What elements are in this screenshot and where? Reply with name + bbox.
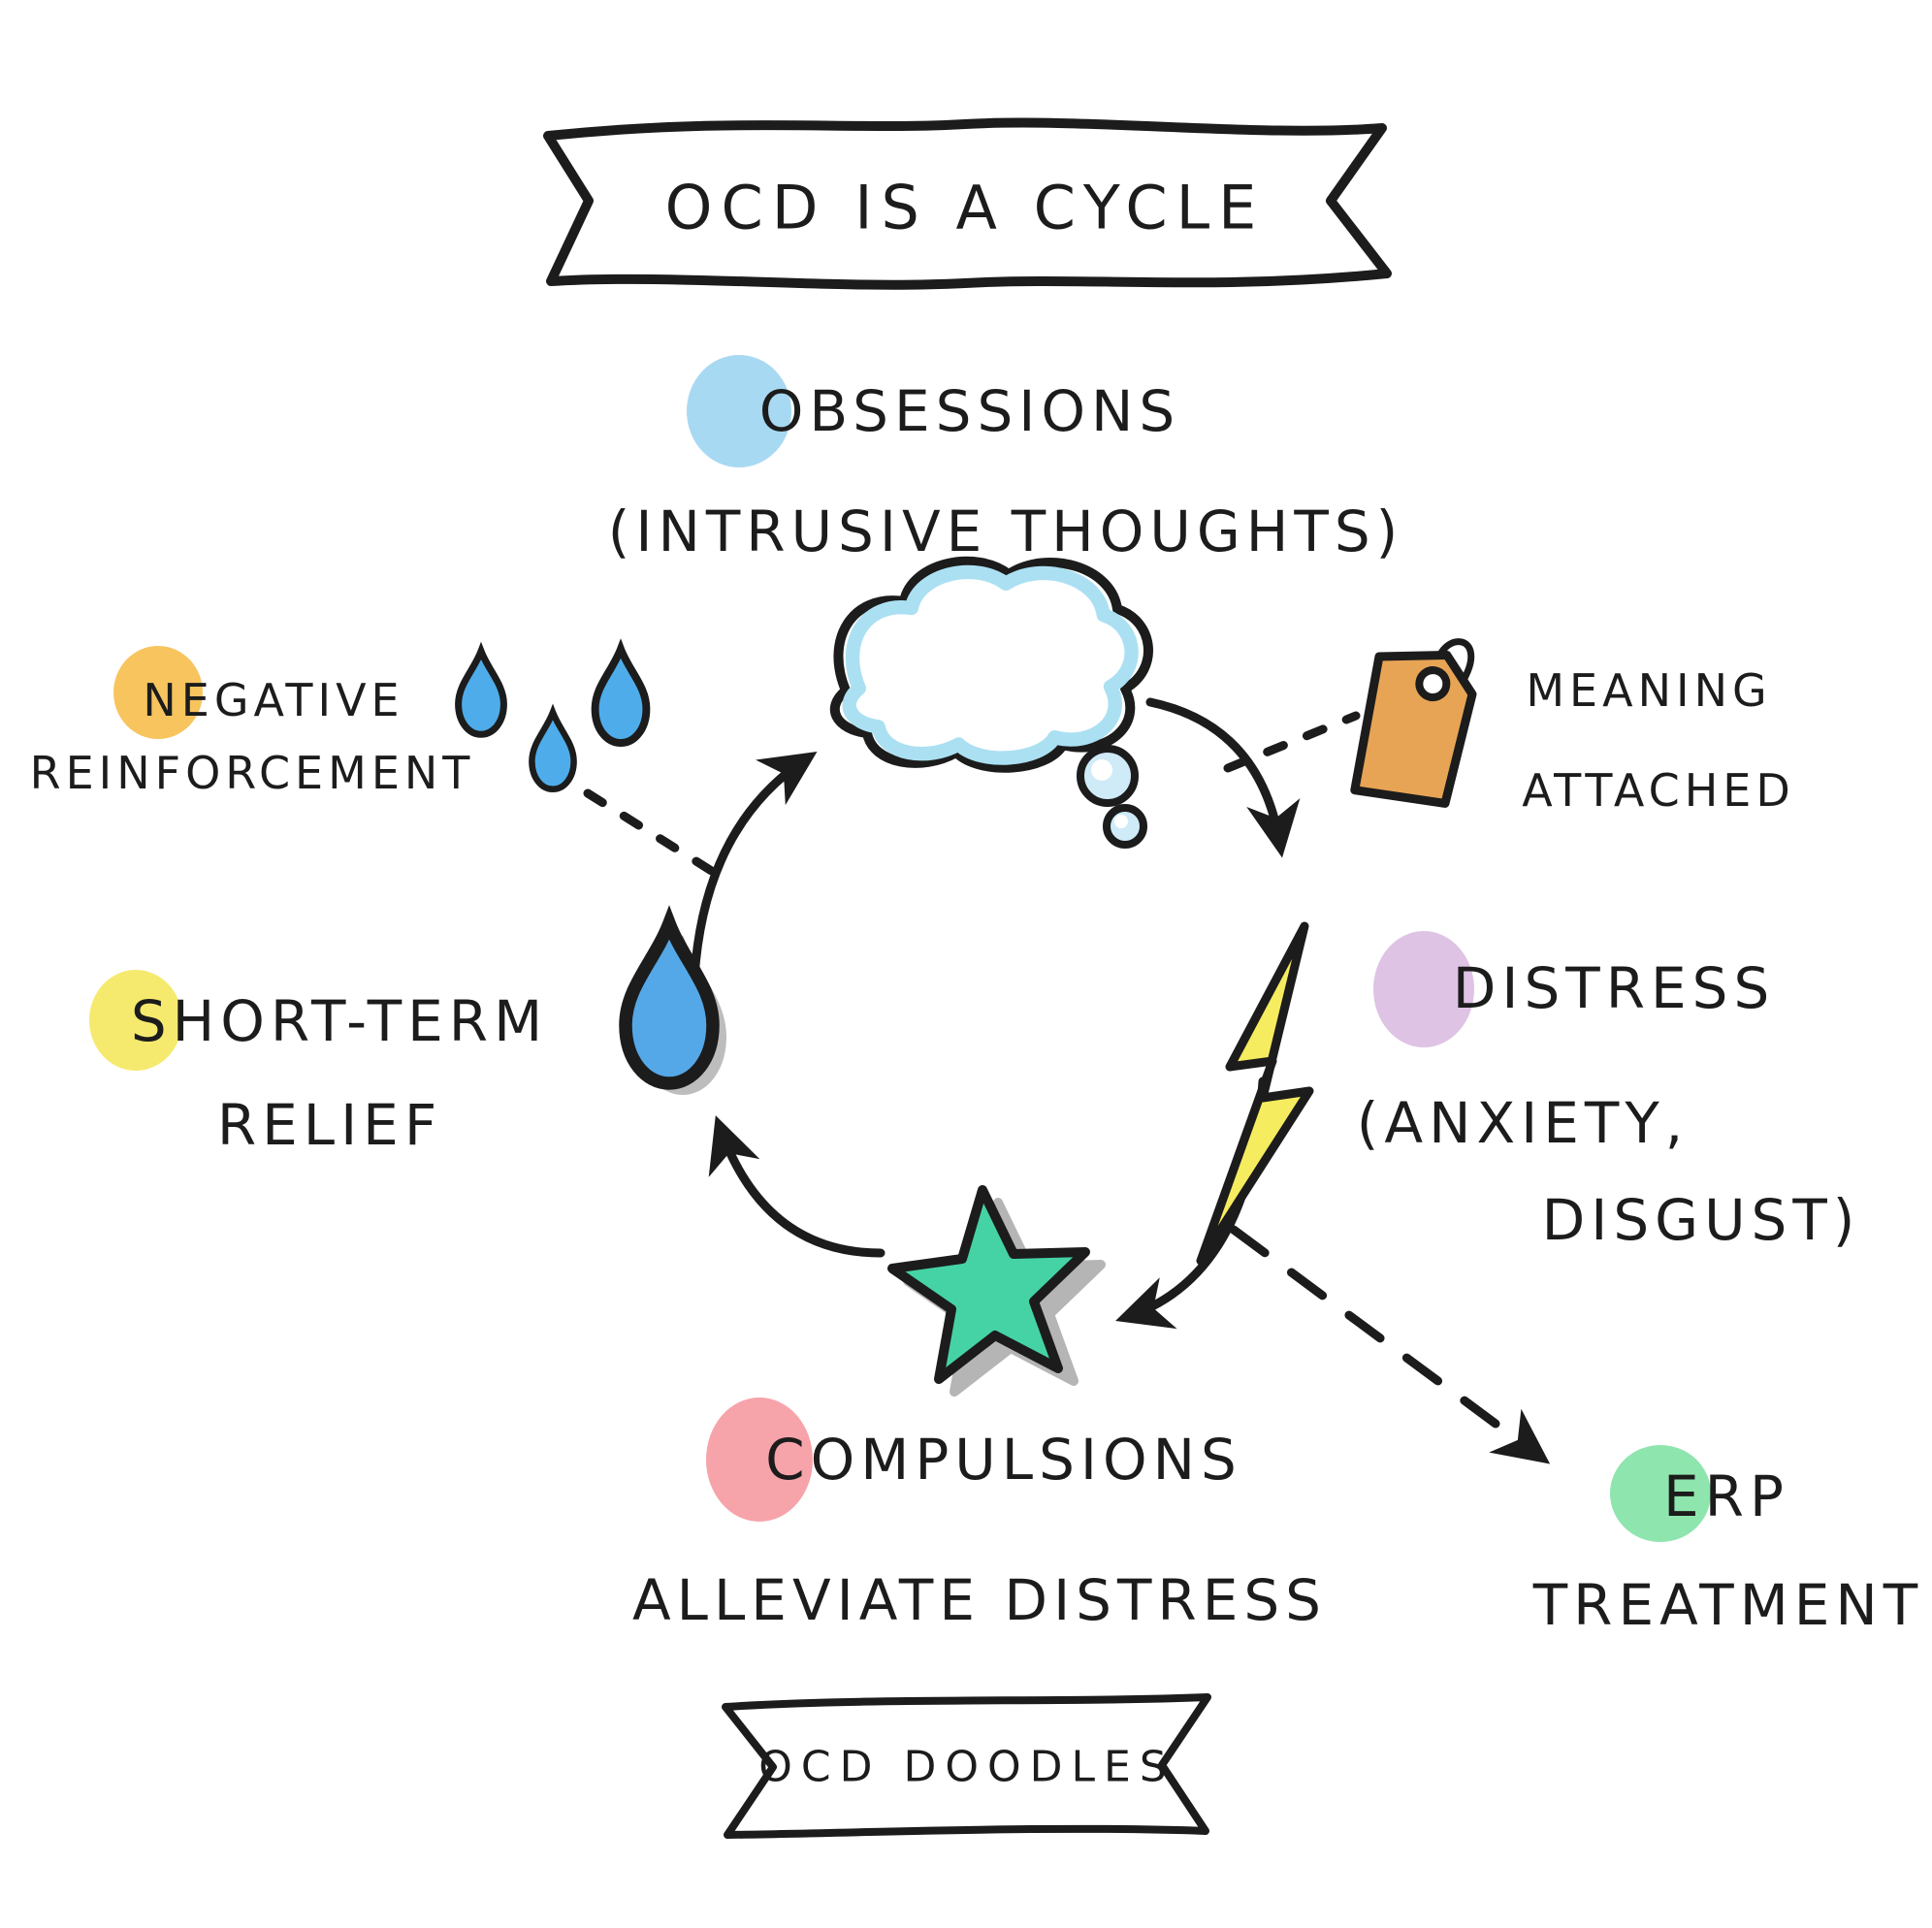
label-disgust: DISGUST) [1541,1187,1861,1253]
dashed-arrow-erp-treatment [1229,1225,1551,1464]
highlight-dot-compulsions [706,1398,813,1522]
thought-cloud-icon [830,556,1153,849]
label-meaning: MEANING [1526,664,1772,717]
raindrop-icon [531,713,573,789]
label-compulsions: COMPULSIONS [765,1427,1242,1493]
highlight-dot-negative-reinforcement [113,646,203,739]
thought-cloud-inner-edge [842,564,1139,765]
label-anxiety: (ANXIETY, [1356,1090,1690,1156]
thought-bubble-highlight [1114,815,1128,828]
label-obsessions: OBSESSIONS [758,378,1181,444]
price-tag-hole [1415,666,1451,702]
thought-bubble-highlight [1091,759,1112,781]
highlight-dot-obsessions [687,355,791,467]
label-relief: RELIEF [216,1092,443,1158]
banner-ribbon-icon [722,1693,1211,1839]
title-banner-text: OCD IS A CYCLE [664,172,1266,243]
cycle-arrow-relief-to-obsessions [690,752,818,982]
dotted-connector-meaning-attached [1223,711,1361,773]
footer-banner-text: OCD DOODLES [758,1742,1175,1792]
label-negative: NEGATIVE [143,674,404,726]
label-short-term: SHORT-TERM [130,988,549,1054]
cycle-arrow-compulsions-to-relief [708,1115,886,1258]
label-intrusive-thoughts: (INTRUSIVE THOUGHTS) [607,498,1404,564]
raindrop-icon [459,651,504,734]
banner-ribbon-icon [543,117,1392,290]
star-icon [887,1185,1090,1384]
label-reinforcement: REINFORCEMENT [29,747,475,799]
price-tag-body [1350,650,1477,808]
highlight-dot-distress [1373,931,1474,1047]
highlight-dot-short-term-relief [89,970,182,1071]
label-treatment: TREATMENT [1532,1572,1924,1638]
cycle-arrow-obsessions-to-distress [1145,697,1301,858]
label-distress: DISTRESS [1452,955,1776,1021]
highlight-dot-erp [1610,1445,1711,1542]
price-tag-icon [1350,638,1477,808]
lightning-icon [1196,921,1314,1266]
dotted-connector-negative-reinforcement [583,788,723,880]
label-erp: ERP [1663,1463,1789,1529]
raindrop-icon [596,649,647,743]
label-alleviate-distress: ALLEVIATE DISTRESS [631,1567,1328,1633]
label-attached: ATTACHED [1522,764,1795,817]
